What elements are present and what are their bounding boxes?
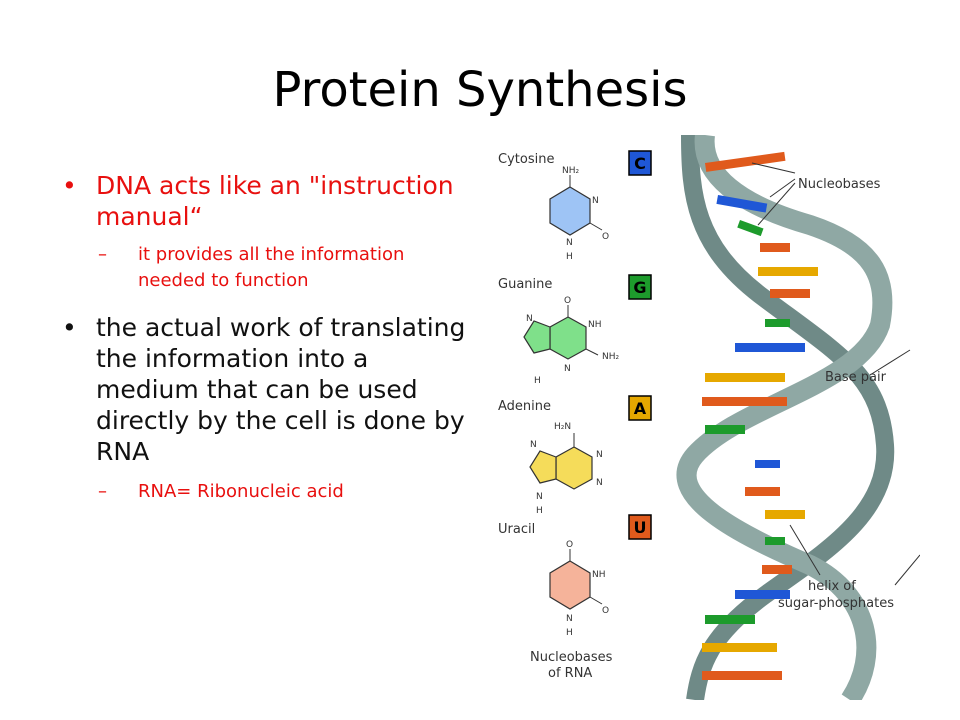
atom-o-top: O	[566, 540, 573, 550]
rung	[760, 243, 790, 252]
atom-h: H	[566, 252, 573, 262]
subbullet-information: – it provides all the information needed…	[98, 242, 472, 294]
atom-nh: NH	[592, 570, 606, 580]
rung	[702, 671, 782, 680]
bullet-rna-work: • the actual work of translating the inf…	[62, 312, 472, 467]
guanine-molecule: O NH NH₂ N N H	[523, 296, 620, 386]
atom-o: O	[602, 606, 609, 616]
atom-h: H	[536, 506, 543, 516]
atom-h: H	[534, 376, 541, 386]
rung	[705, 151, 786, 172]
atom-n: N	[592, 196, 599, 206]
uracil-molecule: O NH O N H	[549, 540, 609, 638]
rung	[762, 565, 792, 574]
atom-n-bottom: N	[566, 614, 573, 624]
letter-g: G	[633, 278, 646, 297]
label-base-pair: Base pair	[825, 370, 887, 385]
atom-nh2: NH₂	[602, 352, 620, 362]
label-pointers	[751, 162, 920, 586]
letter-box-u: U	[628, 514, 652, 540]
rna-helix-figure: Cytosine Guanine Adenine Uracil C G A U …	[498, 135, 920, 700]
atom-h: H	[566, 628, 573, 638]
base-name-uracil: Uracil	[498, 522, 535, 537]
cytosine-molecule: NH₂ N O N H	[549, 166, 609, 262]
label-nucleobases: Nucleobases	[798, 177, 881, 192]
adenine-molecule: H₂N N N N N H	[529, 422, 603, 516]
bullet-list: • DNA acts like an "instruction manual“ …	[62, 170, 472, 505]
rung	[758, 267, 818, 276]
rung	[705, 373, 785, 382]
letter-u: U	[634, 518, 647, 537]
rung	[735, 343, 805, 352]
base-name-adenine: Adenine	[498, 399, 551, 414]
rung	[735, 590, 790, 599]
rung	[705, 425, 745, 434]
base-name-guanine: Guanine	[498, 277, 552, 292]
letter-box-g: G	[628, 274, 652, 300]
atom-n-bottom: N	[564, 364, 571, 374]
rung	[705, 615, 755, 624]
caption-line-2: of RNA	[548, 666, 592, 681]
subbullet-text: it provides all the information needed t…	[138, 244, 405, 291]
rung	[702, 397, 787, 406]
atom-n-bottom: N	[566, 238, 573, 248]
rung	[765, 510, 805, 519]
atom-n-left: N	[530, 440, 537, 450]
base-pairs	[702, 151, 818, 680]
letter-box-a: A	[628, 395, 652, 421]
atom-nh2: NH₂	[562, 166, 580, 176]
atom-o: O	[564, 296, 571, 306]
subbullet-dash: –	[98, 244, 107, 265]
subbullet-dash: –	[98, 481, 107, 502]
bullet-dna-manual: • DNA acts like an "instruction manual“	[62, 170, 472, 232]
slide-title: Protein Synthesis	[272, 62, 688, 118]
bullet-dot: •	[62, 313, 77, 342]
rung	[755, 460, 780, 468]
rung	[716, 195, 768, 213]
letter-c: C	[634, 154, 646, 173]
rung	[765, 319, 790, 327]
atom-n-lower: N	[596, 478, 603, 488]
base-name-cytosine: Cytosine	[498, 152, 554, 167]
atom-nh: NH	[588, 320, 602, 330]
letter-a: A	[634, 399, 647, 418]
rung	[737, 220, 764, 237]
subbullet-rna-definition: – RNA= Ribonucleic acid	[98, 479, 472, 505]
subbullet-text: RNA= Ribonucleic acid	[138, 481, 344, 502]
bullet-text: DNA acts like an "instruction manual“	[96, 171, 454, 231]
atom-n-right: N	[596, 450, 603, 460]
rung	[770, 289, 810, 298]
atom-n-bottom: N	[536, 492, 543, 502]
label-helix-line-1: helix of	[808, 579, 856, 594]
letter-box-c: C	[628, 150, 652, 176]
atom-o: O	[602, 232, 609, 242]
caption-line-1: Nucleobases	[530, 650, 613, 665]
atom-h2n: H₂N	[554, 422, 571, 432]
rung	[745, 487, 780, 496]
rung	[765, 537, 785, 545]
rung	[702, 643, 777, 652]
bullet-dot: •	[62, 171, 77, 200]
atom-n-left: N	[526, 314, 533, 324]
label-helix-line-2: sugar-phosphates	[778, 596, 894, 611]
bullet-text: the actual work of translating the infor…	[96, 313, 466, 466]
